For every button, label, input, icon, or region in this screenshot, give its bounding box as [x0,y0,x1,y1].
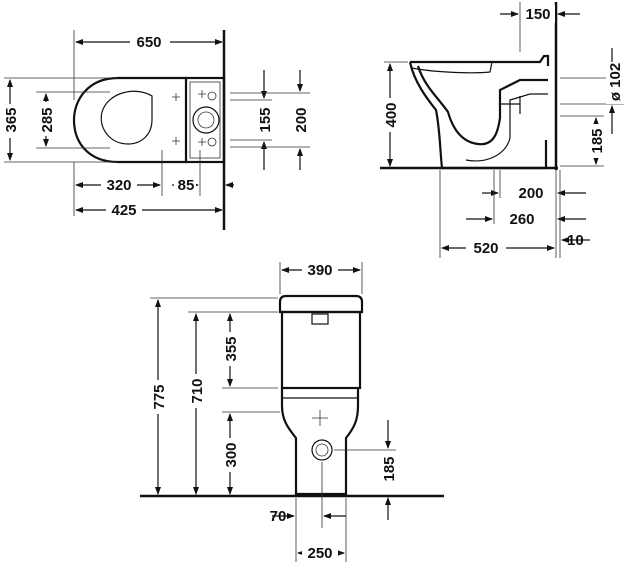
top-view-cross-left-top [172,93,180,101]
side-view-bowl-profile [408,54,550,169]
front-view-tank-body [280,310,362,390]
dim-185-side: 185 [589,128,606,153]
dim-300: 300 [223,442,240,467]
dim-250: 250 [307,545,332,562]
top-view-bowl-outline [72,76,186,164]
dim-155: 155 [257,107,274,132]
dim-10: 10 [567,232,584,249]
top-view-outlet-circle [192,106,220,134]
top-view-outlet-inner [197,111,215,129]
front-view-tank-lid [278,294,364,314]
dim-710: 710 [189,378,206,403]
dim-200: 200 [293,107,310,132]
side-view-rim [409,61,493,74]
front-view-outlet-inner [315,443,329,457]
dim-650: 650 [136,34,161,51]
top-view-cross-left-bottom [172,137,180,145]
dim-520: 520 [473,240,498,257]
dim-775: 775 [151,384,168,409]
side-view-trap-inner [465,93,548,162]
dim-355: 355 [223,336,240,361]
top-view-cross-right-bottom [198,138,206,146]
side-view-base [442,140,548,170]
dim-185-front: 185 [381,456,398,481]
front-view-flush-button [311,313,329,325]
top-view-cross-right-top [198,90,206,98]
dim-285: 285 [39,107,56,132]
top-view-fixing-top [207,91,217,101]
dim-150: 150 [525,6,550,23]
side-view-outlet [500,96,521,114]
dim-365: 365 [3,107,20,132]
dim-400: 400 [383,102,400,127]
front-view: 390 775 710 355 300 185 70 [140,261,444,562]
top-view: 650 365 285 155 200 320 [0,30,310,230]
front-view-cross [312,410,328,426]
front-view-outlet [311,439,333,461]
top-view-seat-inner [100,90,153,145]
side-view-trap [416,65,548,146]
dim-dia102: ø 102 [607,63,624,101]
front-view-bowl [280,388,360,496]
dim-390: 390 [307,262,332,279]
top-view-fixing-bottom [207,137,217,147]
dim-70: 70 [270,508,287,525]
dim-200-side: 200 [518,185,543,202]
top-view-tank [184,76,226,164]
dim-320: 320 [106,177,131,194]
top-view-tank-inner [189,81,221,159]
dim-425: 425 [111,202,136,219]
dim-85: 85 [178,177,195,194]
side-view: 150 ø 102 400 185 200 260 [380,2,626,258]
dim-260: 260 [509,211,534,228]
